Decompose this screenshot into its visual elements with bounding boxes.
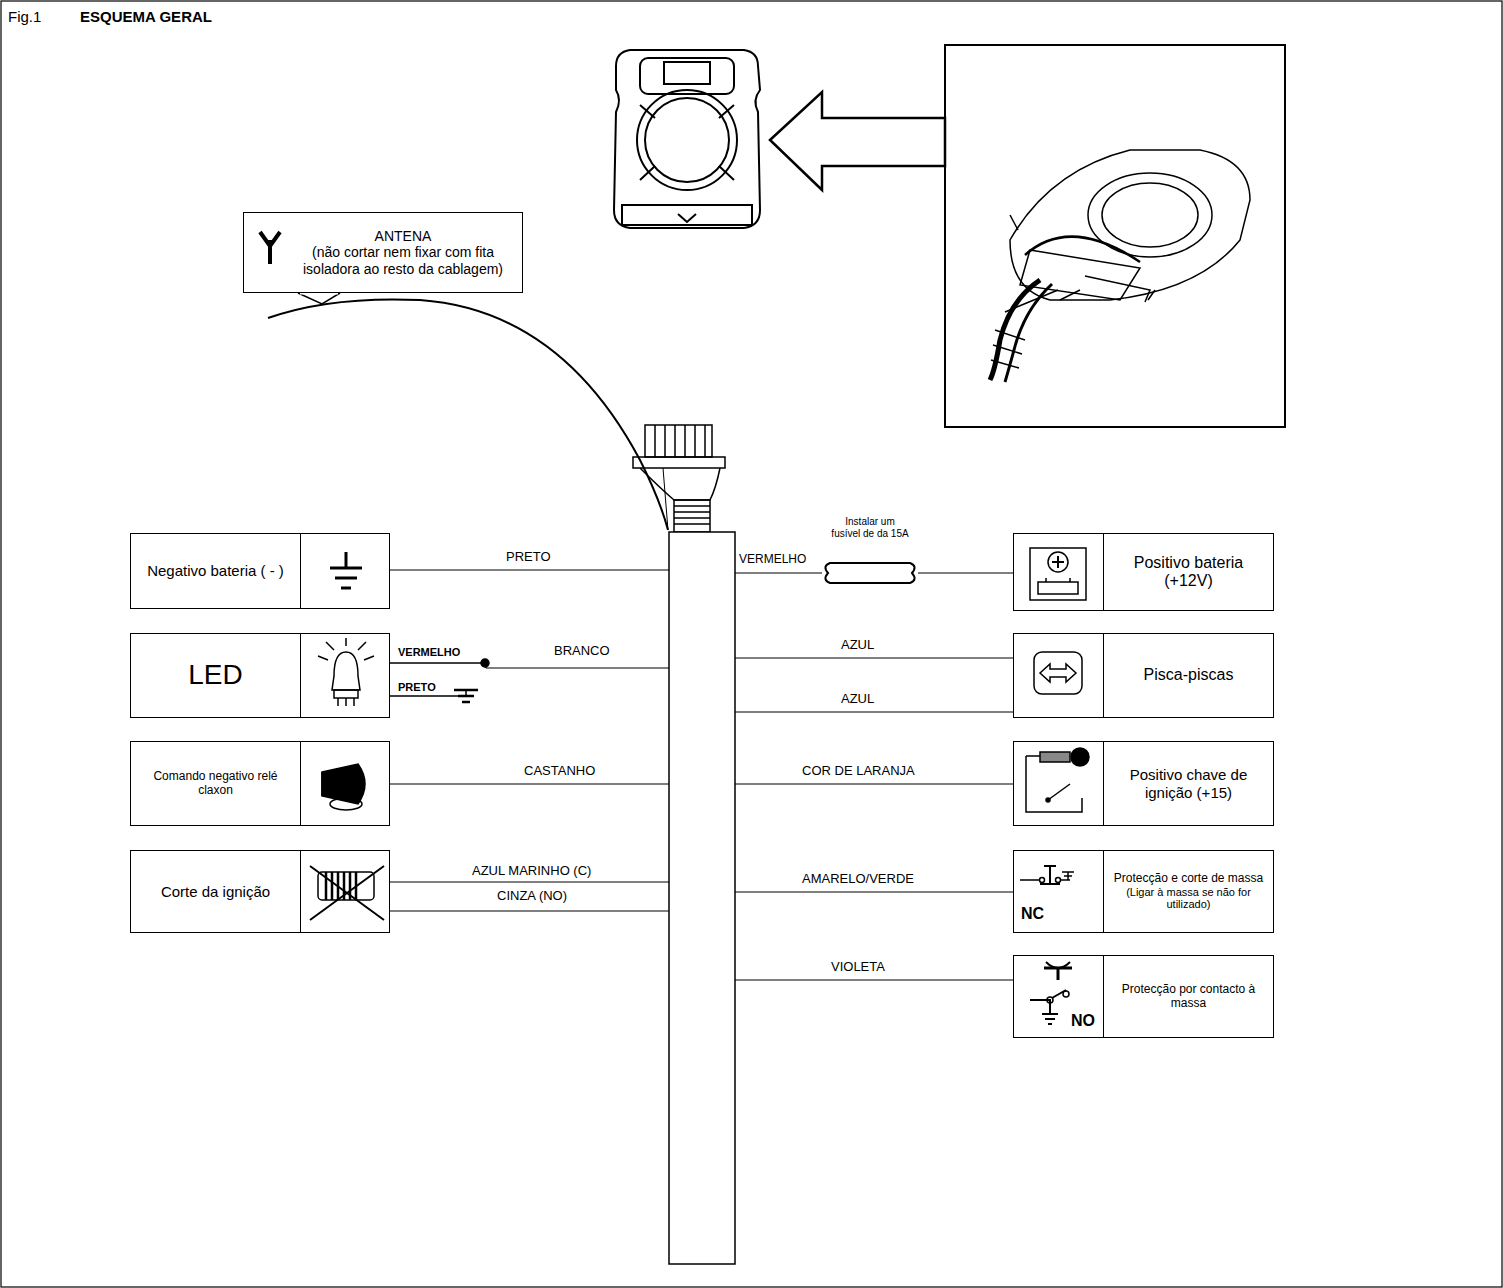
text-cell: Positivo chave de ignição (+15) [1103,742,1273,825]
fuse-note: Instalar um fusível de da 15A [831,516,909,539]
text-cell: ANTENA(não cortar nem fixar com fita iso… [244,213,522,292]
ignition-cut-icon [310,866,384,920]
horn-relay-box: Comando negativo relé claxon [130,741,390,826]
ignition-key-icon [1026,748,1089,812]
node-text: Protecção por contacto à massa [1110,983,1267,1011]
wire-color: PRETO [398,681,436,694]
wire-color: VERMELHO [398,646,460,659]
wire-color: VERMELHO [739,553,806,567]
siren-front [614,50,760,228]
fuse-symbol [825,563,914,583]
text-cell: Pisca-piscas [1103,634,1273,717]
figure-title: ESQUEMA GERAL [80,8,212,25]
indicators-box: Pisca-piscas [1013,633,1274,718]
antenna-callout: ANTENA(não cortar nem fixar com fita iso… [243,212,523,293]
inset-siren [990,150,1250,382]
wire-color: COR DE LARANJA [802,764,915,779]
text-cell: Positivo bateria (+12V) [1103,534,1273,610]
text-cell: Comando negativo relé claxon [131,742,301,825]
wire-color: CASTANHO [524,764,595,779]
icon-cell [301,742,389,825]
text-cell: Corte da ignição [131,851,301,932]
wire-color: AZUL MARINHO (C) [472,864,591,879]
node-text: (Ligar à massa se não for utilizado) [1110,886,1267,911]
text-cell: Protecção e corte de massa(Ligar à massa… [1103,851,1273,932]
icon-cell [1014,634,1103,717]
battery-icon [1030,548,1086,600]
contact-protection-box: Protecção por contacto à massa [1013,955,1274,1038]
node-text: LED [188,659,242,691]
ground-icon [330,552,362,588]
node-text: Comando negativo relé claxon [137,770,294,798]
battery-positive-box: Positivo bateria (+12V) [1013,533,1274,611]
horn-icon [322,764,365,810]
ground-protection-box: Protecção e corte de massa(Ligar à massa… [1013,850,1274,933]
wire-color: PRETO [506,550,551,565]
node-text: Negativo bateria ( - ) [147,562,284,579]
wire-color: VIOLETA [831,960,885,975]
node-text: Positivo bateria (+12V) [1110,554,1267,591]
wire-color: CINZA (NO) [497,889,567,904]
node-text: Protecção e corte de massa [1114,872,1263,886]
inset-frame [945,45,1285,427]
figure-number: Fig.1 [8,8,41,25]
battery-negative-box: Negativo bateria ( - ) [130,533,390,609]
ignition-cut-box: Corte da ignição [130,850,390,933]
icon-cell [301,534,389,608]
text-cell: Protecção por contacto à massa [1103,956,1273,1037]
wire-color: BRANCO [554,644,610,659]
node-text: Positivo chave de ignição (+15) [1110,766,1267,801]
icon-cell [301,634,389,717]
ignition-key-box: Positivo chave de ignição (+15) [1013,741,1274,826]
wire-color: AZUL [841,638,874,653]
led-box: LED [130,633,390,718]
wire-color: AMARELO/VERDE [802,872,914,887]
view-arrow [770,92,945,190]
contact-type: NC [1021,905,1044,923]
icon-cell [1014,534,1103,610]
node-text: (não cortar nem fixar com fita isoladora… [290,244,516,276]
icon-cell [301,851,389,932]
left-wires [390,570,669,911]
right-wires [735,563,1013,980]
text-cell: LED [131,634,301,717]
connector-plug [633,425,725,532]
led-wires [390,659,489,702]
led-icon [318,638,374,706]
nc-switch-icon [1020,866,1074,884]
indicator-icon [1034,652,1082,694]
node-text: Pisca-piscas [1144,666,1234,684]
antenna-wire [268,299,668,530]
no-switch-icon [1030,962,1072,1024]
node-text: Corte da ignição [161,883,270,900]
text-cell: Negativo bateria ( - ) [131,534,301,608]
icon-cell [1014,742,1103,825]
callout-tail [298,293,340,304]
callout-gap [300,292,338,295]
antenna-symbol [260,232,280,264]
contact-type: NO [1071,1012,1095,1030]
node-text: ANTENA [375,228,432,244]
wire-color: AZUL [841,692,874,707]
harness-bar [669,532,735,1264]
